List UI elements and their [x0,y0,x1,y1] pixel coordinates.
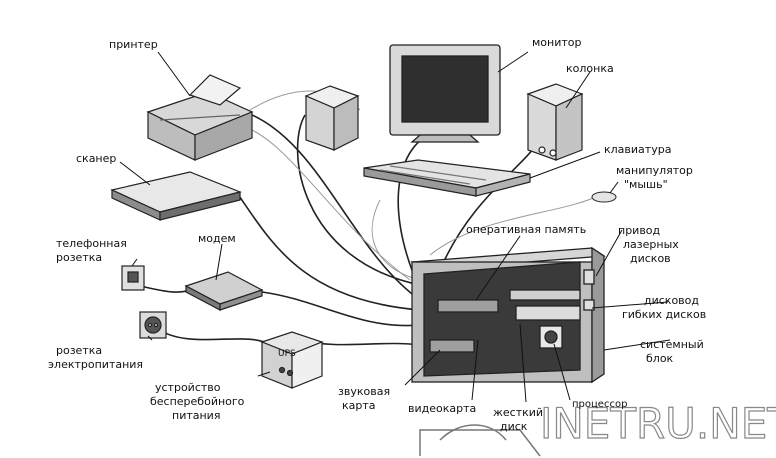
label-ups-line1: устройство [155,381,221,394]
modem-cable [261,291,421,327]
monitor-illustration [389,44,501,143]
label-phone-socket-line1: телефонная [56,237,127,250]
modem-illustration [184,271,264,311]
label-cpu: процессор [572,399,628,410]
ups-illustration [260,331,324,389]
label-modem: модем [198,232,236,245]
phone-socket-illustration [121,265,145,291]
scanner-cable [234,189,421,311]
label-printer: принтер [109,38,158,51]
label-floppy-line2: гибких дисков [622,308,707,321]
keyboard-illustration [363,159,531,197]
label-video-card: видеокарта [408,402,477,415]
scanner-illustration [110,171,242,221]
label-floppy-line1: дисковод [644,294,699,307]
watermark-logo: INETRU.NET [419,398,776,457]
label-ups-line3: питания [172,409,221,422]
label-keyboard: клавиатура [604,143,672,156]
label-mouse-line1: манипулятор [616,164,693,177]
speaker-cable [296,114,421,286]
label-hdd-line1: жесткий [493,406,544,419]
speaker-left-illustration [304,85,360,151]
system-unit-illustration [410,246,606,384]
label-power-socket-line1: розетка [56,344,103,357]
label-monitor: монитор [532,36,582,49]
label-sound-card-line1: звуковая [338,385,391,398]
label-sound-card-line2: карта [342,399,376,412]
label-cd-drive-line2: лазерных [623,238,679,251]
printer-illustration [146,74,254,161]
label-cd-drive-line1: привод [618,224,661,237]
speaker-right-illustration [526,83,584,161]
label-cd-drive-line3: дисков [630,252,671,265]
label-phone-socket-line2: розетка [56,251,103,264]
watermark-text: INETRU.NET [540,399,776,448]
label-scanner: сканер [76,152,117,165]
speaker2-cable [439,139,541,271]
power-cable [159,329,271,346]
label-hdd-line2: диск [500,420,528,433]
label-power-socket-line2: электропитания [48,358,144,371]
label-ups-line2: бесперебойного [150,395,245,408]
ups-badge: UPS [278,349,296,359]
label-system-unit-line2: блок [646,352,674,365]
mouse-illustration [591,191,617,203]
power-socket-illustration [139,311,167,339]
label-ram: оперативная память [466,223,587,236]
label-mouse-line2: "мышь" [624,178,668,191]
label-pointers [119,51,671,403]
label-speaker: колонка [566,62,614,75]
label-system-unit-line1: системный [640,338,704,351]
